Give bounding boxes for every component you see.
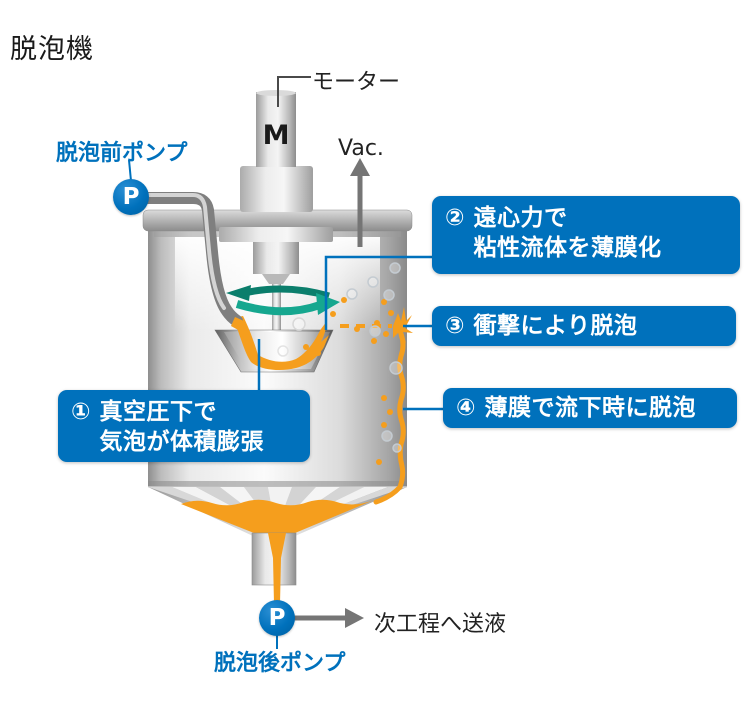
- leader-callout-2: [324, 255, 432, 330]
- mount-plate: [219, 227, 333, 242]
- outlet-stream: [268, 533, 286, 604]
- pump-before-badge: P: [113, 179, 149, 215]
- callout-4: ④ 薄膜で流下時に脱泡: [443, 388, 737, 428]
- callout-1-number: ①: [71, 399, 91, 425]
- rotation-arrowhead-right: [316, 293, 340, 315]
- bubbles: [277, 262, 403, 465]
- feed-outflow: [231, 317, 244, 331]
- callout-1-text: 真空圧下で 気泡が体積膨張: [99, 399, 264, 456]
- next-process-label: 次工程へ送液: [374, 612, 507, 637]
- vessel-bottom-rim: [148, 481, 407, 487]
- motor-body: [256, 92, 296, 167]
- pump-after-badge: P: [259, 600, 295, 636]
- pump-after-label: 脱泡後ポンプ: [214, 651, 346, 676]
- motor-leader: [277, 76, 311, 107]
- callout-4-text: 薄膜で流下時に脱泡: [484, 394, 696, 421]
- callout-3-number: ③: [445, 312, 465, 339]
- callout-3-text: 衝撃により脱泡: [473, 312, 638, 339]
- callout-2-text: 遠心力で 粘性流体を薄膜化: [473, 205, 662, 262]
- rotation-arrowhead-left: [226, 285, 251, 301]
- motor-top: [256, 90, 296, 96]
- pump-before-leader: [128, 159, 132, 182]
- motor-collar: [240, 166, 313, 212]
- page-title: 脱泡機: [10, 34, 94, 65]
- rotation-arrow-front: [235, 300, 322, 316]
- callout-2: ② 遠心力で 粘性流体を薄膜化: [432, 196, 740, 274]
- liquid-pool: [181, 499, 374, 533]
- pump-before-label: 脱泡前ポンプ: [56, 141, 188, 166]
- motor-label: モーター: [312, 70, 401, 95]
- feed-pipe-highlight: [146, 193, 226, 310]
- spindle-taper: [262, 274, 290, 284]
- spindle-housing: [253, 242, 299, 274]
- liquid-in-cup: [233, 316, 329, 370]
- next-process-arrow-head: [345, 608, 364, 628]
- motor-mark: M: [262, 120, 290, 151]
- wall-film: [373, 331, 406, 505]
- callout-1: ① 真空圧下で 気泡が体積膨張: [58, 390, 310, 462]
- callout-2-number: ②: [445, 205, 465, 231]
- callout-leaders: [257, 255, 443, 411]
- callout-4-number: ④: [456, 394, 476, 421]
- callout-3: ③ 衝撃により脱泡: [432, 306, 736, 346]
- vacuum-arrow-head: [350, 158, 370, 176]
- vacuum-label: Vac.: [338, 136, 384, 161]
